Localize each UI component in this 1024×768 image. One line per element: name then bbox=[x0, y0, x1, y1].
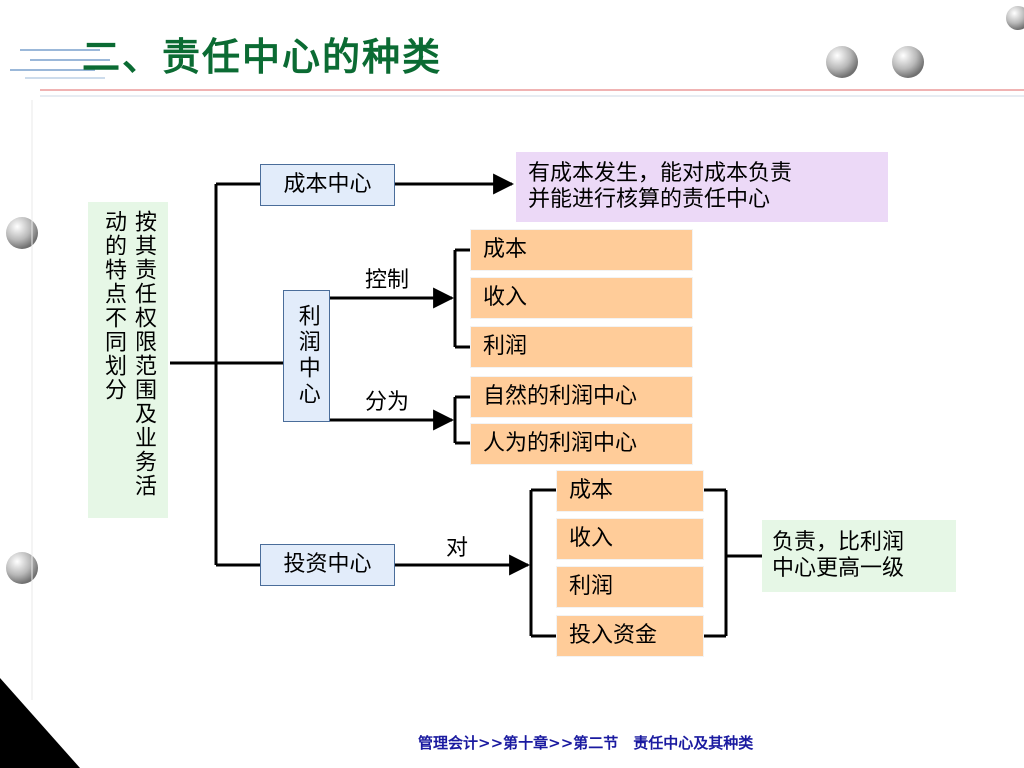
investment-center-box: 投资中心 bbox=[260, 544, 395, 586]
slide-title: 二、责任中心的种类 bbox=[82, 35, 443, 79]
investment-item-text: 成本 bbox=[569, 477, 614, 503]
profit-control-item-revenue: 收入 bbox=[470, 277, 693, 319]
investment-note-line1: 负责，比利润 bbox=[772, 529, 905, 555]
profit-split-item-text: 自然的利润中心 bbox=[483, 383, 638, 409]
investment-center-label: 投资中心 bbox=[283, 551, 372, 577]
profit-center-label: 利润中心 bbox=[294, 304, 320, 408]
control-label: 控制 bbox=[365, 268, 410, 293]
profit-split-item-text: 人为的利润中心 bbox=[483, 430, 638, 456]
investment-center-note: 负责，比利润 中心更高一级 bbox=[762, 520, 956, 592]
cost-center-desc-line2: 并能进行核算的责任中心 bbox=[528, 187, 771, 212]
cost-center-label: 成本中心 bbox=[283, 171, 372, 197]
profit-control-item-text: 成本 bbox=[483, 236, 528, 262]
profit-control-item-text: 收入 bbox=[483, 284, 528, 310]
decorative-corner-triangle bbox=[0, 678, 80, 768]
cost-center-box: 成本中心 bbox=[260, 164, 395, 206]
to-label: 对 bbox=[446, 536, 469, 561]
profit-split-item-natural: 自然的利润中心 bbox=[470, 376, 693, 418]
profit-control-item-cost: 成本 bbox=[470, 229, 693, 271]
split-label: 分为 bbox=[365, 390, 410, 415]
cost-center-desc-line1: 有成本发生，能对成本负责 bbox=[528, 160, 793, 186]
root-criteria-box: 按其责任权限范围及业务活动的特点不同划分 bbox=[88, 202, 168, 518]
root-criteria-text: 按其责任权限范围及业务活动的特点不同划分 bbox=[101, 210, 156, 498]
header-decoration bbox=[10, 49, 1024, 97]
investment-item-profit: 利润 bbox=[556, 566, 704, 608]
investment-item-text: 收入 bbox=[569, 525, 614, 551]
investment-note-line2: 中心更高一级 bbox=[772, 556, 905, 581]
profit-center-box: 利润中心 bbox=[283, 290, 330, 422]
investment-item-cost: 成本 bbox=[556, 470, 704, 512]
slide-footer: 管理会计>>第十章>>第二节 责任中心及其种类 bbox=[418, 734, 754, 752]
cost-center-description: 有成本发生，能对成本负责 并能进行核算的责任中心 bbox=[516, 152, 888, 222]
investment-item-text: 投入资金 bbox=[569, 622, 658, 648]
profit-split-item-artificial: 人为的利润中心 bbox=[470, 423, 693, 465]
profit-control-item-text: 利润 bbox=[483, 333, 528, 359]
investment-item-text: 利润 bbox=[569, 573, 614, 599]
profit-control-item-profit: 利润 bbox=[470, 326, 693, 368]
investment-item-capital: 投入资金 bbox=[556, 615, 704, 657]
investment-item-revenue: 收入 bbox=[556, 518, 704, 560]
